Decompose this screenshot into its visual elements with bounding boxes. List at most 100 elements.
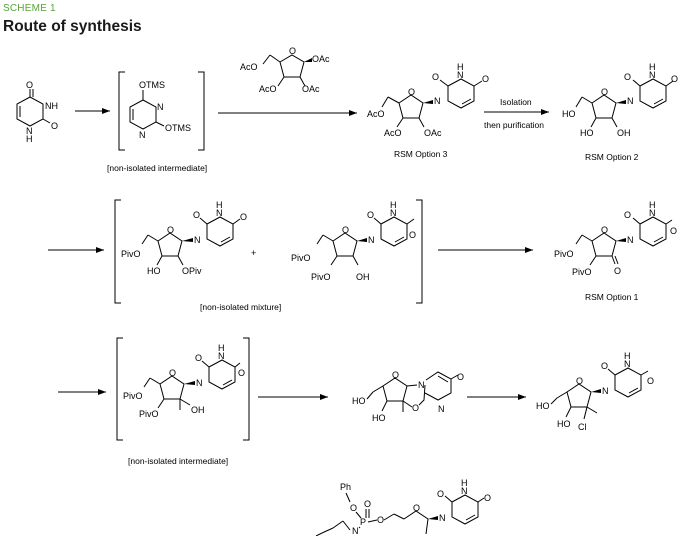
rsm2-ho3: HO: [580, 128, 594, 138]
bracket-right-1: [198, 71, 205, 151]
rsm1-opiv3: PivO: [572, 267, 592, 277]
rsm2-structure: O HO HO OH N O H N O: [562, 62, 678, 138]
uracil-structure: O NH O N H: [16, 80, 58, 144]
pa-h3: H: [461, 478, 468, 488]
condition-purification: then purification: [484, 120, 544, 130]
bracket-left-1: [118, 71, 125, 151]
anh-ho5: HO: [352, 396, 366, 406]
cl-ho3: HO: [557, 419, 571, 429]
cl-n3: N: [624, 359, 631, 369]
m1-opiv2: OPiv: [182, 266, 202, 276]
caption-methyl-intermediate: [non-isolated intermediate]: [128, 456, 228, 466]
methyl-intermediate-structure: O PivO PivO OH N O H N O: [123, 343, 245, 419]
rsm3-ring-o: O: [408, 87, 415, 97]
pa-o-ph: O: [350, 503, 357, 513]
m2-opiv5: PivO: [291, 253, 311, 263]
caption-rsm3: RSM Option 3: [394, 149, 448, 159]
tetraacetylribose-structure: O AcO OAc AcO OAc: [240, 46, 330, 94]
rsm1-structure: O PivO PivO O N O H N O: [554, 200, 677, 277]
reagent-oac2: OAc: [302, 84, 320, 94]
rsm2-o4: O: [671, 74, 678, 84]
cl-o2: O: [601, 361, 608, 371]
pa-o4: O: [484, 493, 491, 503]
reagent-oac1: OAc: [312, 54, 330, 64]
phosphoramidate-structure: Ph O P O O N O N O H N O: [315, 478, 491, 536]
pa-n: N: [352, 526, 359, 536]
condition-isolation: Isolation: [500, 97, 532, 107]
rsm3-n1: N: [434, 96, 441, 106]
cl-ho5: HO: [536, 401, 550, 411]
m1-ho3: HO: [147, 266, 161, 276]
rsm3-oac3: AcO: [384, 128, 402, 138]
m2-ring-o: O: [342, 225, 349, 235]
rsm3-n3: N: [457, 70, 464, 80]
m1-ring-o: O: [167, 225, 174, 235]
m3-o2: O: [195, 353, 202, 363]
uracil-h1: H: [26, 134, 33, 144]
chloro-methyl-nucleoside-structure: O HO HO Cl N O H N O: [536, 351, 654, 432]
tms-o2: OTMS: [165, 123, 191, 133]
reagent-oac5: AcO: [240, 62, 258, 72]
pa-o2: O: [437, 489, 444, 499]
anh-ring-o: O: [392, 370, 399, 380]
cl-n1: N: [602, 386, 609, 396]
rsm3-h3: H: [457, 62, 464, 72]
m2-oh2: OH: [356, 272, 370, 282]
cl-o4: O: [647, 376, 654, 386]
uracil-o2: O: [51, 121, 58, 131]
rsm1-ring-o: O: [601, 225, 608, 235]
rsm2-n1: N: [627, 96, 634, 106]
rsm1-n1: N: [627, 235, 634, 245]
tms-o4: OTMS: [139, 80, 165, 90]
m3-opiv5: PivO: [123, 391, 143, 401]
caption-silyl-intermediate: [non-isolated intermediate]: [107, 163, 207, 173]
bis-tms-uracil-structure: OTMS N OTMS N: [129, 80, 191, 140]
rsm3-o4: O: [482, 74, 489, 84]
pa-o5: O: [377, 515, 384, 525]
dipiv-3-5-structure: O PivO PivO OH N O H N O: [291, 200, 416, 282]
tms-n1: N: [139, 130, 146, 140]
m3-oh2: OH: [191, 405, 205, 415]
dipiv-2-5-structure: O PivO HO OPiv N O H N O: [121, 200, 247, 276]
anh-n3: N: [438, 404, 445, 414]
scheme-label: SCHEME 1: [3, 3, 56, 14]
pa-n1: N: [439, 513, 446, 523]
plus-sign: +: [251, 248, 256, 258]
m3-n3: N: [218, 351, 225, 361]
rsm1-o2: O: [624, 210, 631, 220]
anh-o4: O: [457, 372, 464, 382]
rsm1-h3: H: [649, 200, 656, 210]
pa-ring-o: O: [413, 503, 420, 513]
pa-n3: N: [461, 486, 468, 496]
rsm2-o2: O: [624, 72, 631, 82]
rsm3-structure: O AcO AcO OAc N O H N O: [367, 62, 489, 138]
bracket-right-2: [416, 199, 423, 304]
uracil-nh3: NH: [45, 101, 58, 111]
caption-rsm2: RSM Option 2: [585, 152, 639, 162]
m1-opiv5: PivO: [121, 249, 141, 259]
rsm1-opiv5: PivO: [554, 249, 574, 259]
pa-o-oxo: O: [364, 499, 371, 509]
caption-mixture: [non-isolated mixture]: [200, 302, 281, 312]
rsm2-n3: N: [649, 70, 656, 80]
caption-rsm1: RSM Option 1: [585, 292, 639, 302]
m2-opiv3: PivO: [311, 272, 331, 282]
uracil-o4: O: [26, 80, 33, 90]
rsm3-o2: O: [432, 72, 439, 82]
m3-n1: N: [196, 378, 203, 388]
rsm2-h3: H: [649, 62, 656, 72]
scheme-title: Route of synthesis: [3, 18, 142, 35]
anh-ho3: HO: [372, 413, 386, 423]
pa-ph: Ph: [340, 482, 351, 492]
m2-h3: H: [390, 200, 397, 210]
rsm2-oh2: OH: [617, 128, 631, 138]
bracket-right-3: [243, 337, 250, 441]
reagent-ring-o: O: [289, 46, 296, 56]
pa-p: P: [360, 517, 366, 527]
m2-o2: O: [367, 210, 374, 220]
bracket-left-2: [114, 199, 121, 304]
reagent-oac3: AcO: [259, 84, 277, 94]
cl-ring-o: O: [576, 376, 583, 386]
tms-n3: N: [157, 102, 164, 112]
